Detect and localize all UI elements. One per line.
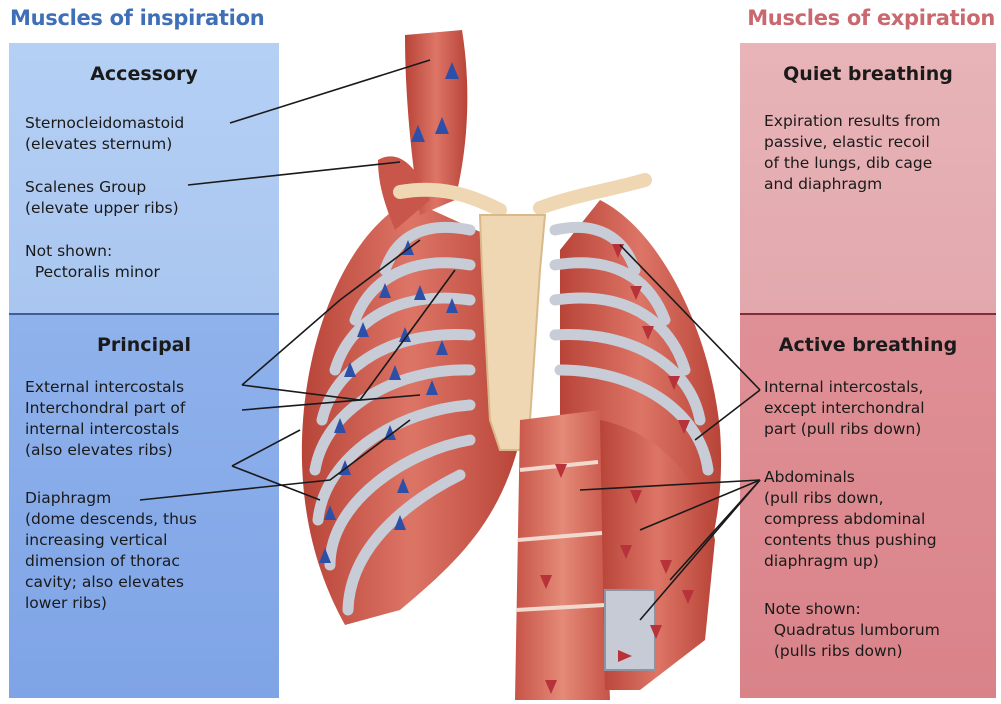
- pectoralis-minor-note: Not shown: Pectoralis minor: [25, 241, 160, 283]
- inspiration-heading: Muscles of inspiration: [10, 6, 264, 30]
- principal-panel: Principal External intercostals Intercho…: [9, 313, 279, 698]
- diaphragm-label: Diaphragm (dome descends, thus increasin…: [25, 488, 197, 614]
- internal-intercostals-label: Internal intercostals, except interchond…: [764, 377, 925, 440]
- quiet-breathing-panel: Quiet breathing Expiration results from …: [740, 43, 996, 313]
- quiet-breathing-text: Expiration results from passive, elastic…: [764, 111, 941, 195]
- accessory-title: Accessory: [9, 63, 279, 85]
- scalenes-label: Scalenes Group (elevate upper ribs): [25, 177, 179, 219]
- abdominals-label: Abdominals (pull ribs down, compress abd…: [764, 467, 937, 572]
- sternum: [480, 215, 545, 450]
- sternocleidomastoid-label: Sternocleidomastoid (elevates sternum): [25, 113, 184, 155]
- active-breathing-title: Active breathing: [740, 334, 996, 356]
- intercostals-label: External intercostals Interchondral part…: [25, 377, 185, 461]
- active-breathing-panel: Active breathing Internal intercostals, …: [740, 313, 996, 698]
- quadratus-lumborum-note: Note shown: Quadratus lumborum (pulls ri…: [764, 599, 940, 662]
- principal-title: Principal: [9, 334, 279, 356]
- right-clavicle: [540, 180, 645, 208]
- rectus-abdominis: [515, 410, 610, 700]
- quadratus-lumborum-window: [605, 590, 655, 670]
- quiet-breathing-title: Quiet breathing: [740, 63, 996, 85]
- thorax-illustration: [279, 20, 740, 704]
- accessory-panel: Accessory Sternocleidomastoid (elevates …: [9, 43, 279, 313]
- expiration-heading: Muscles of expiration: [747, 6, 995, 30]
